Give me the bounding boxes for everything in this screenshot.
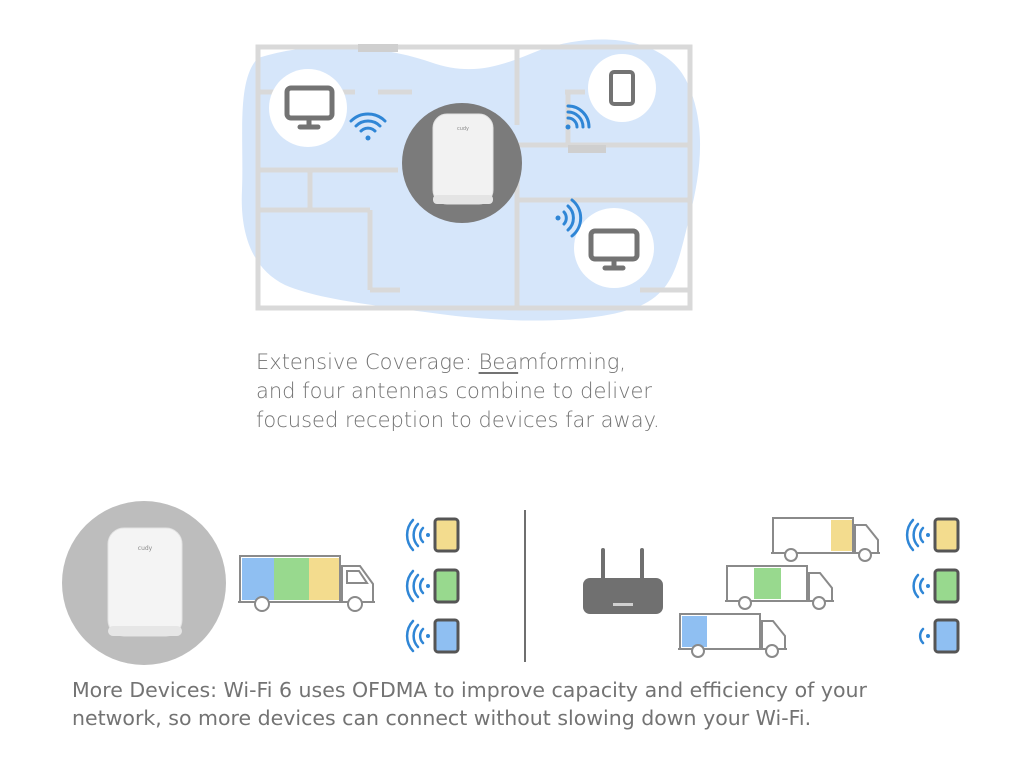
wifi-signal-icon [405,518,430,653]
truck-icon [771,517,880,562]
truck-icon [725,565,834,610]
caption-line-1-underlined: Bea [478,350,519,374]
truck-icon [678,613,787,658]
tablet-icon [609,70,635,106]
phone-icon [933,517,960,654]
caption-line-1a: Extensive Coverage: [256,350,479,374]
devices-caption: More Devices: Wi-Fi 6 uses OFDMA to impr… [72,676,1012,732]
wifi-signal-icon [349,112,387,141]
truck-icon [238,555,375,612]
wifi-signal-icon [905,518,930,645]
devices-caption-line-1: More Devices: Wi-Fi 6 uses OFDMA to impr… [72,678,867,702]
router-icon [432,113,494,205]
router-logo: cudy [457,126,469,132]
wifi-signal-icon [565,104,591,130]
router-icon [107,527,183,637]
phone-icon [433,517,460,654]
monitor-icon [284,85,335,130]
router-icon [583,548,663,614]
monitor-icon [588,228,640,271]
caption-line-2: and four antennas combine to deliver [256,379,653,403]
caption-line-3: focused reception to devices far away. [256,408,660,432]
ofdma-illustration: cudy [62,501,960,665]
devices-caption-line-2: network, so more devices can connect wit… [72,706,812,730]
floor-plan-walls [255,44,693,311]
wifi-signal-icon [555,198,583,238]
caption-line-1b: mforming, [518,350,626,374]
coverage-illustration: cudy [241,39,701,321]
router-logo: cudy [138,545,153,552]
coverage-caption: Extensive Coverage: Beamforming, and fou… [256,348,816,435]
